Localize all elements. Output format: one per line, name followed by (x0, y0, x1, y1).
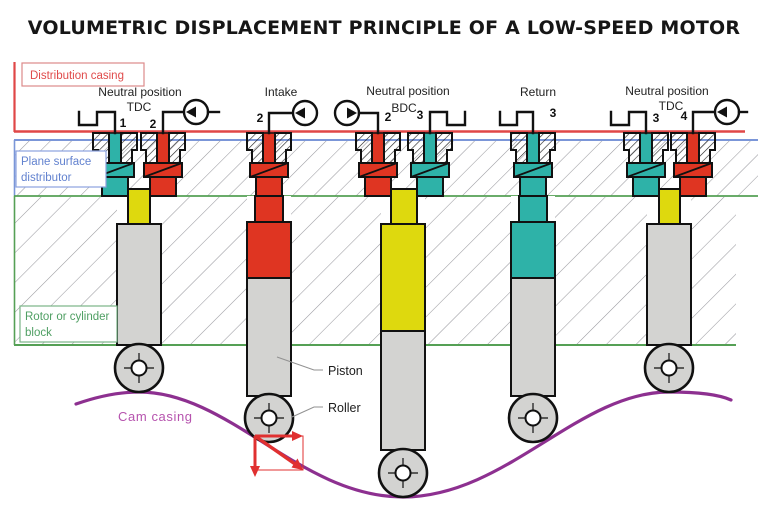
position-5-sublabel: TDC (659, 99, 684, 113)
position-5-label: Neutral position (625, 84, 708, 98)
distribution-casing-label-box: Distribution casing (21, 62, 145, 87)
port-number: 2 (150, 117, 157, 131)
rotor-label-line2: block (25, 327, 52, 339)
piston-3-assembly (380, 188, 426, 451)
port-number: 1 (120, 116, 127, 130)
piston-3-stem (390, 188, 418, 227)
roller-2 (243, 392, 295, 444)
closed-port-symbol-bdc (428, 110, 467, 135)
page-title: VOLUMETRIC DISPLACEMENT PRINCIPLE OF A L… (28, 17, 741, 39)
piston-4-upper (510, 221, 556, 279)
position-2-label: Intake (265, 85, 298, 99)
piston-callout: Piston (276, 356, 363, 378)
port-symbols (77, 98, 749, 135)
flow-arrow-symbol-bdc (333, 99, 380, 135)
flow-arrow-symbol-1 (161, 98, 221, 135)
piston-5-assembly (646, 188, 692, 346)
piston-label: Piston (328, 364, 363, 378)
valve-port-2 (140, 132, 186, 197)
position-3-label: Neutral position (366, 84, 449, 98)
roller-callout: Roller (291, 401, 361, 418)
position-labels: Neutral position TDC 1 2 Intake 2 Neutra… (98, 84, 708, 131)
piston-2-upper (246, 221, 292, 279)
roller-label: Roller (328, 401, 361, 415)
piston-2-assembly (246, 195, 292, 397)
position-4-label: Return (520, 85, 556, 99)
rollers (113, 342, 695, 499)
cam-casing-label: Cam casing (118, 409, 193, 424)
closed-port-symbol-tdc2 (609, 110, 648, 135)
force-vector-resultant (254, 434, 296, 466)
flow-arrow-symbol-intake (267, 99, 319, 135)
piston-1-body (116, 223, 162, 346)
port-number: 2 (385, 110, 392, 124)
piston-2-body (246, 277, 292, 397)
distribution-casing-boundary (13, 62, 745, 133)
rotor-block-label-box: Rotor or cylinder block (19, 305, 118, 343)
distributor-label-line1: Plane surface (21, 156, 91, 168)
piston-3-body (380, 330, 426, 451)
flow-arrow-symbol-tdc2 (691, 98, 749, 135)
valve-tdc2-return (623, 132, 669, 197)
rotor-label-line1: Rotor or cylinder (25, 311, 110, 323)
piston-3-upper (380, 223, 426, 332)
position-1-sublabel: TDC (127, 100, 152, 114)
piston-5-body (646, 223, 692, 346)
distribution-casing-label: Distribution casing (30, 70, 124, 82)
plane-surface-distributor-label-box: Plane surface distributor (15, 150, 107, 188)
port-number: 2 (257, 111, 264, 125)
piston-4-stem (518, 195, 548, 225)
port-number: 3 (550, 106, 557, 120)
port-number: 3 (653, 111, 660, 125)
roller-5 (643, 342, 695, 394)
valve-return (510, 132, 556, 197)
piston-2-stem (254, 195, 284, 225)
valve-tdc2-pressure (670, 132, 716, 197)
closed-port-symbol-1 (77, 110, 117, 135)
port-number: 3 (417, 108, 424, 122)
roller-3 (377, 447, 429, 499)
port-number: 4 (681, 109, 688, 123)
force-vector-diagram (250, 431, 304, 477)
roller-4 (507, 392, 559, 444)
piston-5-stem (658, 188, 681, 227)
closed-port-symbol-return (498, 110, 535, 135)
piston-1-assembly (116, 188, 162, 346)
piston-4-assembly (510, 195, 556, 397)
valve-intake (246, 132, 292, 197)
roller-1 (113, 342, 165, 394)
valve-bdc-return (407, 132, 453, 197)
position-3-sublabel: BDC (391, 101, 417, 115)
distributor-label-line2: distributor (21, 172, 72, 184)
distributor-valves (92, 132, 716, 197)
piston-4-body (510, 277, 556, 397)
piston-1-stem (127, 188, 151, 227)
valve-bdc-pressure (355, 132, 401, 197)
position-1-label: Neutral position (98, 85, 181, 99)
